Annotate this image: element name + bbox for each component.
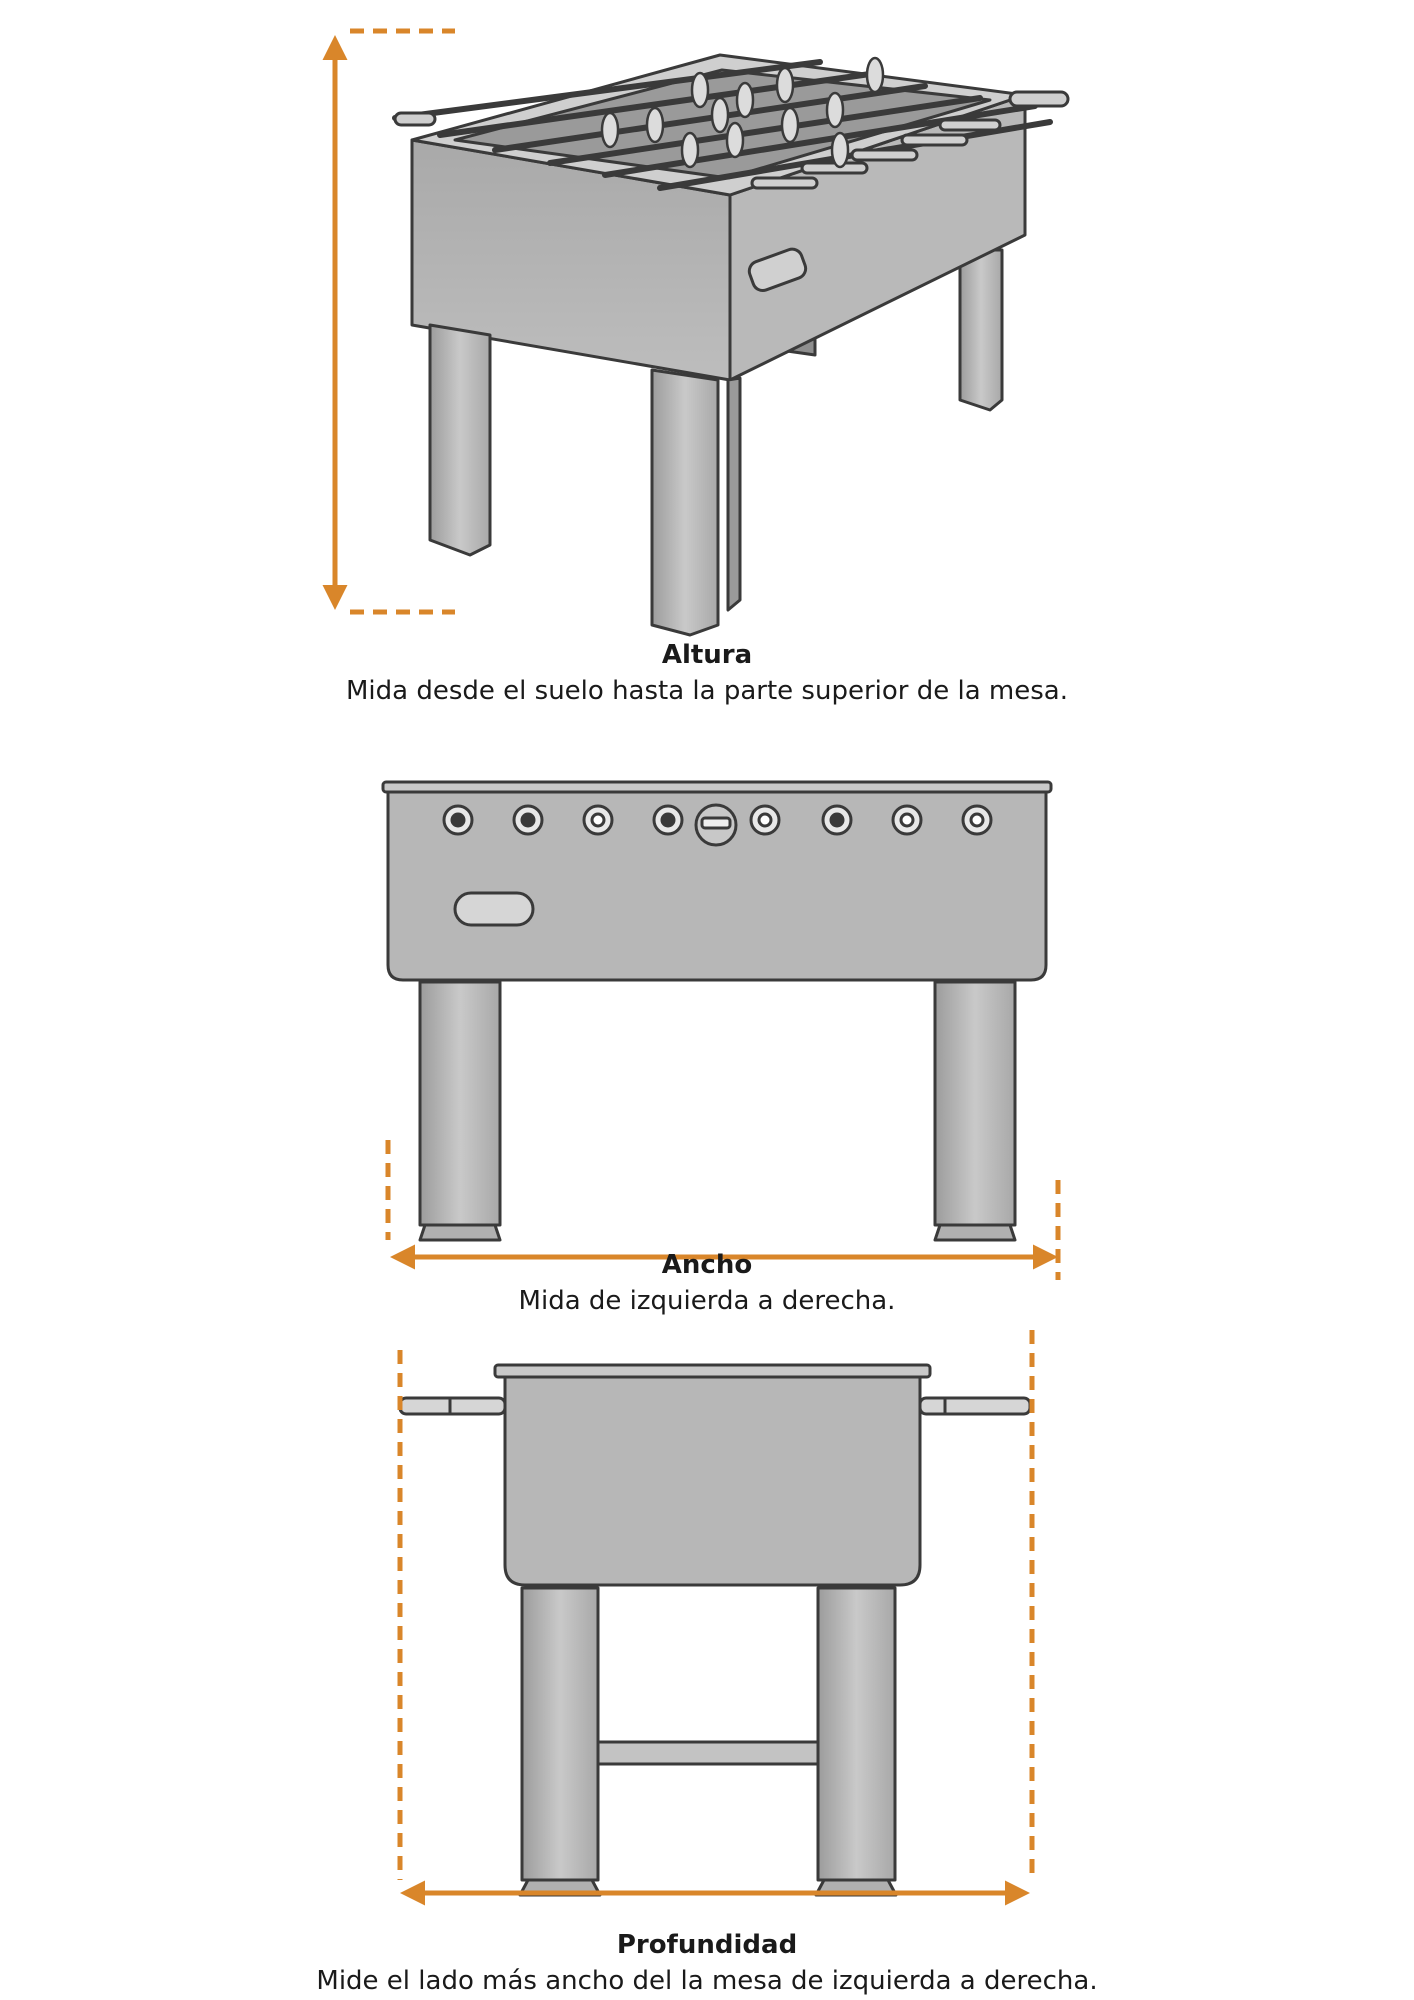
width-measure [385,1140,1061,1280]
foosball-players [600,56,885,169]
depth-measure [397,1330,1035,1906]
height-title: Altura [661,640,753,670]
height-description: Mida desde el suelo hasta la parte super… [346,676,1068,706]
depth-description: Mide el lado más ancho del la mesa de iz… [316,1966,1098,1996]
height-caption: Altura Mida desde el suelo hasta la part… [0,638,1414,710]
width-caption: Ancho Mida de izquierda a derecha. [0,1248,1414,1320]
depth-title: Profundidad [616,1930,798,1960]
foosball-rods [392,59,1070,191]
width-title: Ancho [661,1250,753,1280]
foosball-table-front [381,780,1053,1242]
width-description: Mida de izquierda a derecha. [518,1286,896,1316]
depth-caption: Profundidad Mide el lado más ancho del l… [0,1928,1414,2000]
foosball-table-side [398,1363,1032,1897]
height-measure [322,28,455,615]
rod-holes [442,803,993,847]
